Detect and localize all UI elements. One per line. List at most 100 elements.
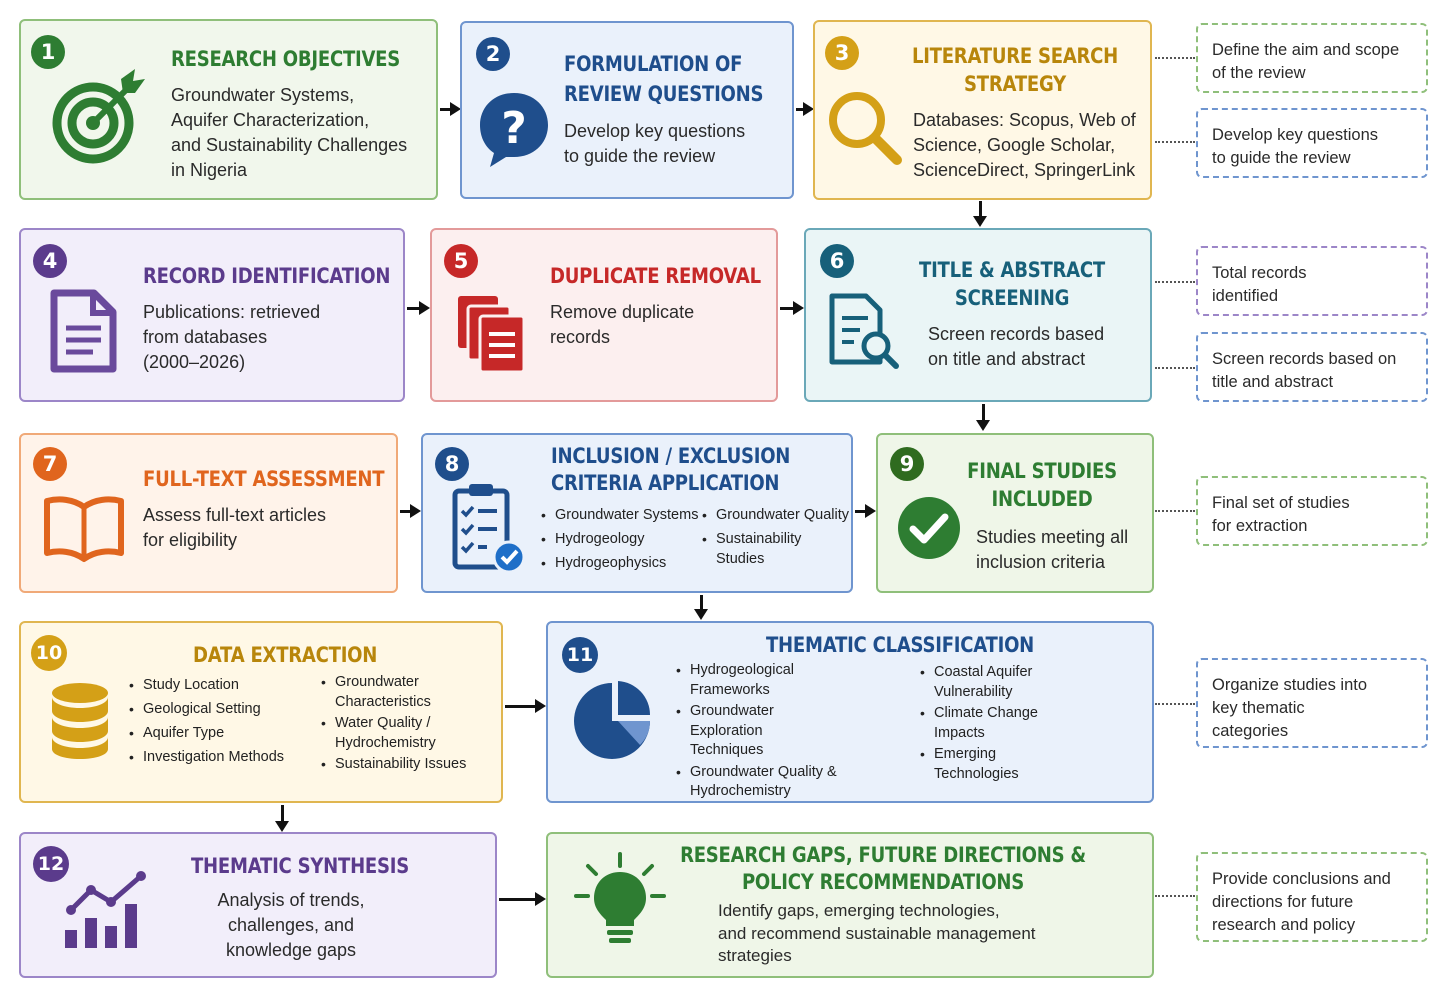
list-line: Frameworks [690, 681, 770, 698]
step-description: Identify gaps, emerging technologies, an… [718, 900, 1036, 968]
step-description: Studies meeting all inclusion criteria [976, 525, 1128, 575]
check-circle-icon [898, 497, 960, 559]
note-line: identified [1212, 287, 1279, 305]
note-line: research and policy [1212, 916, 1356, 934]
list-line: Hydrochemistry [335, 734, 436, 751]
desc-line: and Sustainability Challenges [171, 135, 408, 155]
document-icon [50, 289, 117, 373]
list-line: Groundwater [335, 674, 419, 690]
note-connector [1155, 367, 1195, 369]
database-icon [52, 683, 108, 759]
note-connector [1155, 57, 1195, 59]
note-line: of the review [1212, 64, 1306, 82]
bar-trend-chart-icon [65, 871, 146, 948]
step-title: LITERATURE SEARCH STRATEGY [895, 42, 1136, 98]
step-7-box: 7 FULL-TEXT ASSESSMENT Assess full-text … [19, 433, 398, 593]
desc-line: Groundwater Systems, [171, 85, 355, 105]
list-item: Geological Setting [129, 699, 284, 719]
title-line: INCLUSION / EXCLUSION [551, 444, 791, 468]
extraction-list-left: Study Location Geological Setting Aquife… [129, 675, 284, 771]
note-line: title and abstract [1212, 373, 1334, 391]
step-5-box: 5 DUPLICATE REMOVAL Remove duplicate rec… [430, 228, 778, 402]
note-conclusions: Provide conclusions and directions for f… [1196, 852, 1428, 942]
note-connector [1155, 510, 1195, 512]
note-line: Total records [1212, 264, 1307, 282]
list-item: Hydrogeophysics [541, 553, 698, 573]
desc-line: from databases [143, 327, 268, 347]
step-title: RESEARCH GAPS, FUTURE DIRECTIONS & POLIC… [664, 842, 1103, 896]
list-line: Emerging [934, 746, 997, 762]
criteria-list-left: Groundwater Systems Hydrogeology Hydroge… [541, 505, 698, 577]
list-line: Technologies [934, 765, 1019, 782]
step-13-box: RESEARCH GAPS, FUTURE DIRECTIONS & POLIC… [546, 832, 1154, 978]
list-item: Groundwater Quality &Hydrochemistry [676, 763, 837, 802]
title-line: POLICY RECOMMENDATIONS [741, 870, 1025, 894]
step-description: Assess full-text articles for eligibilit… [143, 503, 326, 553]
arrow-5-to-6 [780, 301, 804, 315]
desc-line: challenges, and [227, 915, 355, 935]
step-description: Publications: retrieved from databases (… [143, 300, 320, 375]
list-line: Impacts [934, 724, 985, 741]
note-line: key thematic [1212, 699, 1305, 717]
note-total-records: Total records identified [1196, 246, 1428, 316]
note-line: Final set of studies [1212, 494, 1350, 512]
note-screen-records: Screen records based on title and abstra… [1196, 332, 1428, 402]
desc-line: in Nigeria [171, 160, 248, 180]
note-connector [1155, 141, 1195, 143]
step-2-box: 2 ? FORMULATION OF REVIEW QUESTIONS Deve… [460, 21, 794, 199]
list-item: Hydrogeology [541, 529, 698, 549]
step-9-box: 9 FINAL STUDIES INCLUDED Studies meeting… [876, 433, 1154, 593]
list-line: Vulnerability [934, 683, 1013, 700]
desc-line: strategies [718, 946, 792, 965]
note-final-set: Final set of studies for extraction [1196, 476, 1428, 546]
desc-line: Publications: retrieved [143, 302, 321, 322]
title-line: RESEARCH GAPS, FUTURE DIRECTIONS & [680, 843, 1086, 867]
list-line: Groundwater [690, 703, 774, 719]
desc-line: to guide the review [564, 146, 716, 166]
stacked-documents-icon [458, 296, 526, 374]
step-number: 8 [435, 447, 469, 481]
title-line: REVIEW QUESTIONS [564, 82, 764, 106]
open-book-icon [44, 496, 124, 562]
note-line: Provide conclusions and [1212, 870, 1391, 888]
desc-line: Develop key questions [564, 121, 746, 141]
desc-line: Studies meeting all [976, 527, 1129, 547]
arrow-2-to-3 [796, 102, 814, 116]
step-4-box: 4 RECORD IDENTIFICATION Publications: re… [19, 228, 405, 402]
arrow-3-to-6 [973, 201, 987, 227]
list-line: Hydrogeological [690, 662, 794, 678]
desc-line: records [550, 327, 611, 347]
note-line: for extraction [1212, 517, 1308, 535]
title-line: FINAL STUDIES [967, 459, 1117, 483]
title-line: FORMULATION OF [564, 52, 743, 76]
step-title: DATA EXTRACTION [193, 643, 378, 667]
step-number: 7 [33, 447, 67, 481]
note-connector [1155, 281, 1195, 283]
note-line: Organize studies into [1212, 676, 1368, 694]
lightbulb-icon [574, 852, 666, 943]
document-search-icon [829, 293, 899, 369]
step-number: 12 [33, 846, 69, 882]
note-key-questions: Develop key questions to guide the revie… [1196, 108, 1428, 178]
title-line: LITERATURE SEARCH [911, 44, 1119, 68]
step-10-box: 10 DATA EXTRACTION Study Location Geolog… [19, 621, 503, 803]
step-number: 11 [562, 637, 598, 673]
step-description: Remove duplicate records [550, 300, 694, 350]
desc-line: on title and abstract [928, 349, 1086, 369]
step-1-box: 1 RESEARCH OBJECTIVES Groundwater System… [19, 19, 438, 200]
arrow-4-to-5 [407, 301, 430, 315]
step-number: 4 [33, 244, 67, 278]
step-title: FORMULATION OF REVIEW QUESTIONS [564, 49, 763, 109]
arrow-1-to-2 [440, 102, 461, 116]
list-item: Investigation Methods [129, 747, 284, 767]
step-title: RECORD IDENTIFICATION [143, 264, 391, 288]
list-item: Aquifer Type [129, 723, 284, 743]
step-description: Databases: Scopus, Web of Science, Googl… [913, 108, 1136, 183]
step-11-box: 11 THEMATIC CLASSIFICATION Hydrogeologic… [546, 621, 1154, 803]
step-description: Analysis of trends, challenges, and know… [171, 888, 411, 963]
